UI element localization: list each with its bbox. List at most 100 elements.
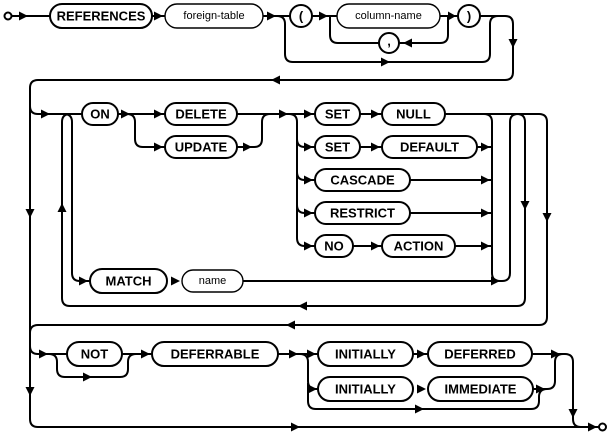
- arrow-right: [141, 349, 150, 359]
- node-comma: ,: [378, 32, 400, 54]
- arrow-right: [304, 241, 313, 251]
- arrow-right: [304, 208, 313, 218]
- arrow-right: [304, 109, 313, 119]
- set-label: SET: [325, 140, 350, 155]
- arrow-right: [491, 276, 500, 286]
- arrow-right: [79, 276, 88, 286]
- deferred-label: DEFERRED: [444, 347, 516, 362]
- arrow-right: [588, 422, 597, 432]
- wire-immediate-exit-up: [533, 353, 564, 390]
- open-paren-label: (: [299, 9, 304, 24]
- arrow-right: [551, 349, 560, 359]
- wire-action-branch-vertical: [288, 113, 315, 247]
- arrow-right: [154, 11, 163, 21]
- arrow-down: [568, 409, 578, 418]
- no-label: NO: [324, 239, 344, 254]
- wire-not-bypass: [48, 353, 137, 378]
- arrow-right: [415, 404, 424, 414]
- match-label: MATCH: [106, 274, 152, 289]
- arrow-right: [536, 384, 545, 394]
- arrow-right: [381, 57, 390, 67]
- arrow-down: [25, 209, 35, 218]
- arrow-right: [481, 241, 490, 251]
- arrow-right: [39, 349, 48, 359]
- node-references-keyword: REFERENCES: [49, 3, 153, 29]
- node-restrict-keyword: RESTRICT: [314, 201, 411, 225]
- cascade-label: CASCADE: [330, 173, 395, 188]
- arrow-right: [481, 208, 490, 218]
- arrow-down: [542, 213, 552, 222]
- deferrable-label: DEFERRABLE: [171, 347, 260, 362]
- action-label: ACTION: [394, 239, 444, 254]
- node-default-keyword: DEFAULT: [381, 135, 478, 159]
- node-set-null-set-keyword: SET: [314, 102, 361, 126]
- wire-loop-entry: [29, 105, 82, 115]
- arrow-right: [121, 109, 130, 119]
- node-initially-immediate-initially-keyword: INITIALLY: [317, 376, 414, 402]
- arrow-right: [371, 109, 380, 119]
- references-label: REFERENCES: [57, 9, 146, 24]
- arrow-down: [25, 387, 35, 396]
- delete-label: DELETE: [175, 107, 227, 122]
- node-open-paren: (: [289, 4, 313, 28]
- arrow-left: [286, 320, 295, 330]
- arrow-right: [171, 276, 180, 286]
- initially-label: INITIALLY: [335, 382, 396, 397]
- node-foreign-table-nonterminal[interactable]: foreign-table: [164, 3, 264, 29]
- immediate-label: IMMEDIATE: [445, 382, 517, 397]
- arrow-right: [371, 241, 380, 251]
- arrow-right: [83, 372, 92, 382]
- node-immediate-keyword: IMMEDIATE: [427, 376, 534, 402]
- node-match-keyword: MATCH: [89, 268, 168, 294]
- arrow-right: [289, 349, 298, 359]
- wire-comma-loop-left: [329, 16, 379, 44]
- default-label: DEFAULT: [400, 140, 459, 155]
- node-deferrable-keyword: DEFERRABLE: [151, 341, 279, 367]
- wire-not-row-entry: [29, 345, 67, 355]
- arrow-right: [308, 384, 317, 394]
- arrow-right: [304, 142, 313, 152]
- node-column-name-nonterminal[interactable]: column-name: [336, 3, 441, 29]
- wire-null-exit-loop-exit: [29, 113, 548, 334]
- arrow-right: [304, 175, 313, 185]
- node-update-keyword: UPDATE: [164, 135, 238, 159]
- arrow-right: [291, 422, 300, 432]
- arrow-down: [508, 39, 518, 48]
- arrow-right: [417, 384, 426, 394]
- null-label: NULL: [396, 107, 431, 122]
- arrow-right: [154, 109, 163, 119]
- wire-update-exit-merge: [237, 113, 271, 148]
- arrow-right: [319, 11, 328, 21]
- arrow-right: [371, 142, 380, 152]
- node-initially-deferred-initially-keyword: INITIALLY: [317, 341, 414, 367]
- wire-update-branch-in: [126, 113, 165, 148]
- name-label: name: [199, 275, 227, 287]
- arrow-right: [307, 349, 316, 359]
- node-close-paren: ): [457, 4, 481, 28]
- node-set-default-set-keyword: SET: [314, 135, 361, 159]
- arrow-right: [279, 109, 288, 119]
- arrow-right: [481, 175, 490, 185]
- not-label: NOT: [81, 347, 109, 362]
- wire-actions-merge-vertical: [483, 113, 501, 282]
- column-name-label: column-name: [355, 10, 422, 22]
- wire-comma-loop-right: [399, 16, 449, 44]
- arrow-left: [298, 301, 307, 311]
- arrow-right: [41, 109, 50, 119]
- arrow-right: [417, 349, 426, 359]
- initially-label: INITIALLY: [335, 347, 396, 362]
- node-not-keyword: NOT: [66, 341, 123, 367]
- foreign-table-label: foreign-table: [183, 10, 244, 22]
- close-paren-label: ): [467, 9, 471, 24]
- start-bullet: [3, 11, 13, 21]
- node-null-keyword: NULL: [381, 102, 446, 126]
- node-name-nonterminal[interactable]: name: [181, 269, 244, 293]
- arrow-right: [243, 142, 252, 152]
- end-bullet: [598, 422, 607, 432]
- arrow-up: [57, 203, 67, 212]
- node-delete-keyword: DELETE: [164, 102, 238, 126]
- wire-deferred-exit-down: [532, 353, 582, 428]
- diagram-arrows: [19, 11, 597, 432]
